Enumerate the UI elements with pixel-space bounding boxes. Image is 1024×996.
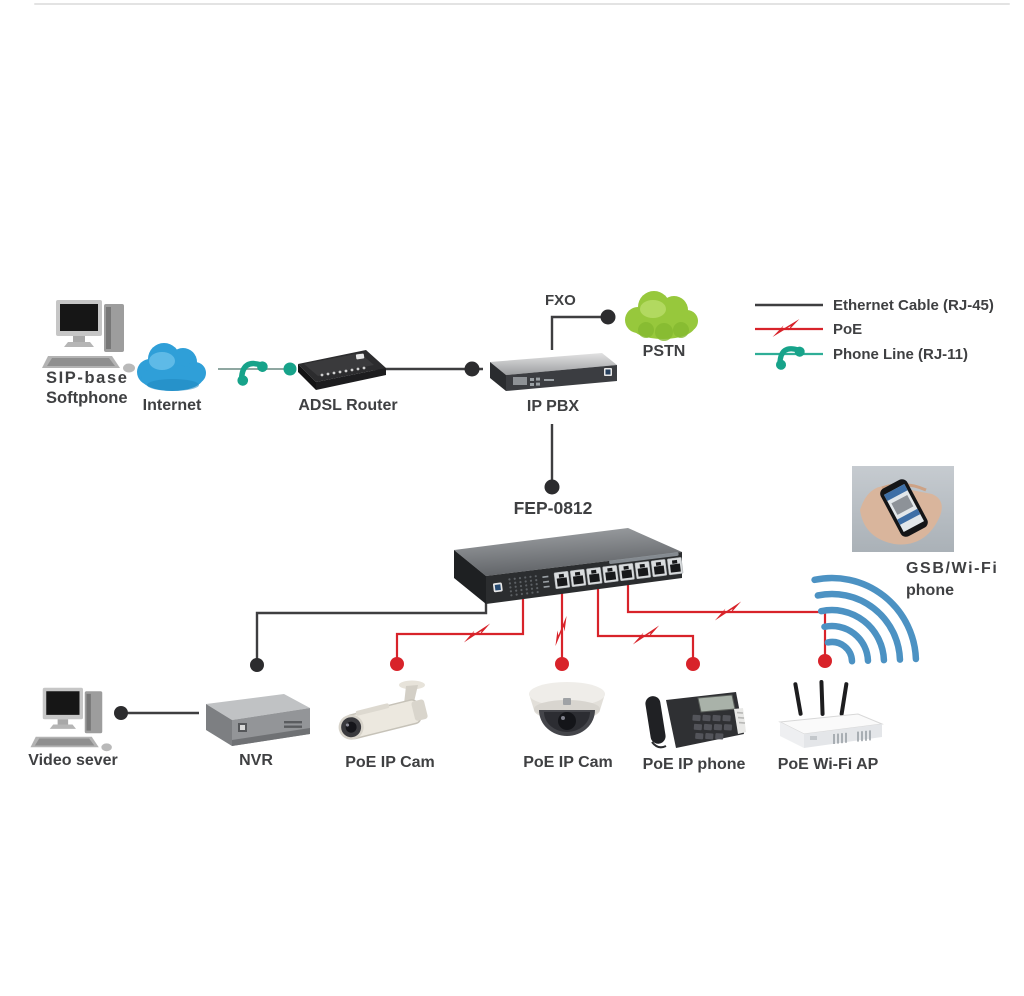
cloud-icon (625, 291, 698, 341)
nvr-label: NVR (239, 752, 273, 769)
gsm-phone-label-line2: phone (906, 582, 954, 599)
bullet-camera-icon (338, 680, 428, 740)
link-adsl-pbx (368, 361, 483, 377)
legend-poe-line (755, 319, 823, 337)
gsm-phone-label-line1: GSB/Wi-Fi (906, 560, 999, 577)
legend-phone-line (755, 341, 823, 372)
link-videoserver-nvr (114, 706, 199, 720)
nvr-icon (206, 694, 310, 746)
internet-cloud (132, 336, 210, 394)
softphone-computer-image (40, 298, 140, 378)
switch-model-label: FEP-0812 (513, 498, 593, 518)
handset-icon (233, 355, 270, 387)
link-switch-ipphone (596, 575, 700, 671)
switch-icon (454, 528, 684, 604)
poe-ip-cam-bullet-image (336, 676, 446, 750)
softphone-label-line2: Softphone (46, 389, 128, 407)
gsm-wifi-phone-photo (852, 466, 954, 552)
legend-poe-label: PoE (833, 321, 863, 338)
poe-ip-cam-bullet-label: PoE IP Cam (345, 754, 435, 771)
ip-pbx-image (482, 348, 622, 398)
poe-switch-image (424, 518, 696, 606)
legend-phone-label: Phone Line (RJ-11) (833, 346, 969, 363)
nvr-image (196, 688, 316, 752)
video-server-computer-image (25, 686, 120, 756)
video-server-label: Video sever (28, 752, 118, 769)
poe-ip-cam-dome-image (520, 678, 615, 750)
smartphone-in-hand-icon (852, 466, 954, 552)
softphone-label-line1: SIP-base (46, 369, 129, 387)
ip-pbx-label: IP PBX (526, 398, 580, 415)
desktop-computer-icon (42, 300, 135, 373)
fxo-label: FXO (545, 292, 576, 309)
wifi-ap-icon (778, 680, 884, 748)
desktop-computer-icon (30, 687, 112, 752)
cloud-icon (137, 343, 206, 391)
wifi-arcs-icon (811, 574, 920, 665)
poe-ip-cam-dome-label: PoE IP Cam (523, 754, 613, 771)
router-icon (298, 350, 386, 390)
adsl-router-image (290, 340, 390, 398)
pstn-label: PSTN (642, 343, 686, 360)
poe-ip-phone-image (642, 684, 747, 756)
handset-icon (771, 341, 806, 372)
link-internet-adsl (218, 355, 297, 387)
desk-phone-icon (645, 692, 746, 749)
adsl-router-label: ADSL Router (298, 397, 398, 414)
page-edge-line (34, 3, 1010, 5)
poe-ip-phone-label: PoE IP phone (642, 756, 746, 773)
internet-label: Internet (142, 397, 202, 414)
link-switch-ap (626, 575, 832, 668)
dome-camera-icon (529, 682, 605, 736)
poe-wifi-ap-image (772, 676, 887, 756)
pbx-icon (490, 353, 617, 391)
link-switch-cam-bullet (390, 575, 525, 671)
pstn-cloud (618, 282, 704, 344)
link-pbx-pstn (550, 309, 616, 350)
legend-ethernet-label: Ethernet Cable (RJ-45) (833, 297, 994, 314)
poe-wifi-ap-label: PoE Wi-Fi AP (777, 756, 879, 773)
link-pbx-switch (544, 424, 560, 495)
